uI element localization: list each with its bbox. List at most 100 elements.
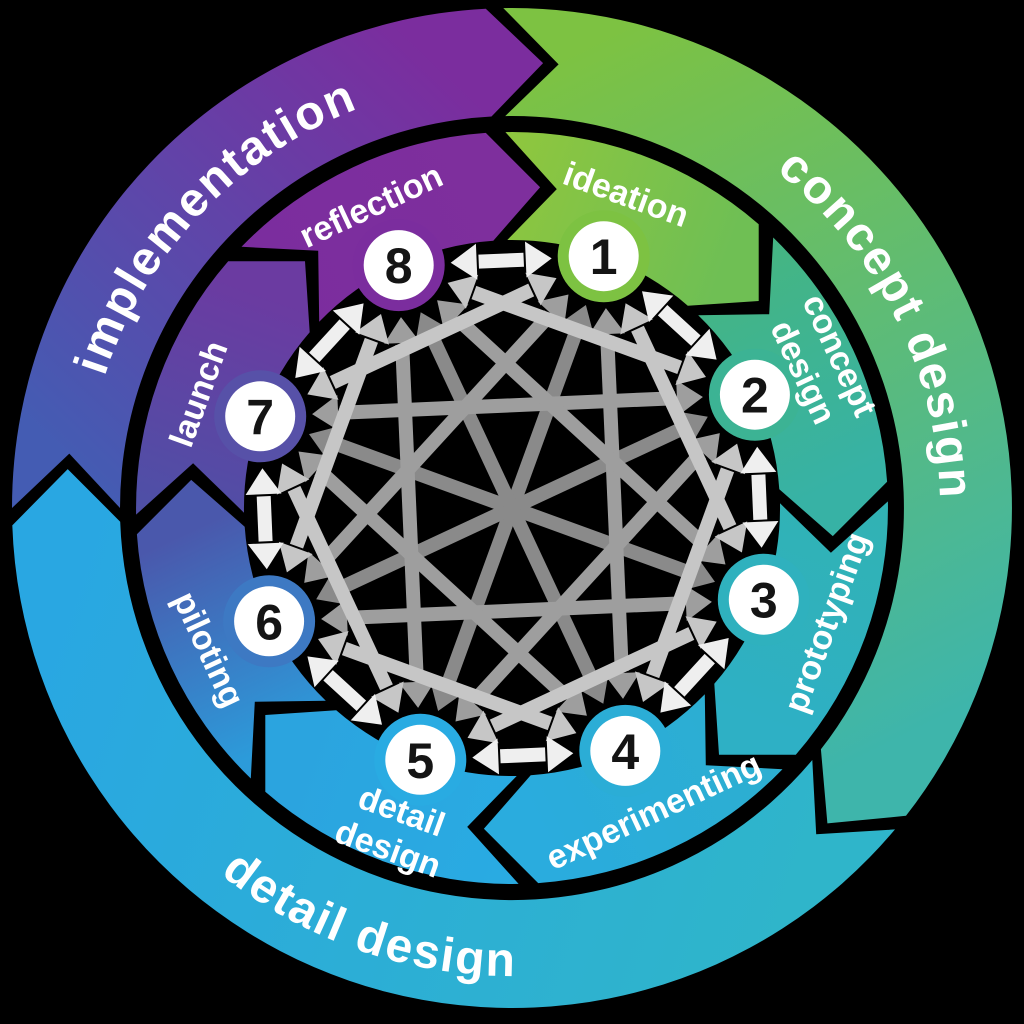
connection-7-8 [295,303,364,378]
stage-number-2: 2 [741,368,769,424]
arrowhead-icon [660,681,692,713]
connection-shaft [478,252,524,269]
arrowhead-icon [603,672,640,699]
outer-ring-layer [12,8,1012,1008]
node-disc [568,221,639,292]
connections-distance-1 [245,241,779,775]
connection-shaft [339,391,676,420]
connection-shaft [657,305,701,346]
arrowhead-icon [307,656,339,688]
stage-node-prototyping: 3 [717,553,810,646]
stage-node-ideation: 1 [557,210,650,303]
node-disc [728,564,799,635]
connection-2-3 [740,446,779,548]
connection-shaft [469,448,706,706]
stage-number-4: 4 [611,724,639,780]
connection-3-6 [321,585,712,636]
node-disc [385,724,456,795]
stage-wedge-prototyping [714,501,888,755]
arrowhead-icon [697,638,729,670]
stage-wedge-ideation [505,132,759,306]
connection-shaft [289,337,378,549]
arrowhead-icon [384,317,421,344]
connection-5-8 [384,317,435,708]
arrowhead-icon [675,351,706,385]
connection-1-4 [589,308,640,699]
connection-3-4 [660,638,729,713]
stage-node-launch: 7 [214,370,307,463]
stage-node-concept-design: 2 [708,348,801,441]
connection-shaft [323,670,367,711]
connection-shaft [471,285,683,374]
stage-node-experimenting: 4 [579,704,672,797]
arrowhead-icon [245,468,282,495]
stage-wedge-detail-design [265,710,519,884]
stage-number-3: 3 [750,573,778,629]
arrowhead-icon [295,346,327,378]
arrowhead-icon [399,681,435,708]
connection-shaft [309,319,350,363]
connection-shaft [348,596,685,625]
outer-arc-detail-design [12,469,896,1008]
connection-shaft [395,344,424,681]
arrowhead-icon [450,243,478,280]
arrowhead-icon [635,671,669,702]
stage-number-1: 1 [590,229,618,285]
connection-4-5 [472,736,574,775]
arrowhead-icon [711,443,746,475]
arrowhead-icon [472,738,499,775]
arrowhead-icon [247,542,284,570]
stage-number-6: 6 [255,594,283,650]
connection-shaft [452,314,710,551]
arrowhead-icon [278,541,313,573]
arrowhead-icon [525,241,552,278]
arrowhead-icon [276,463,310,495]
arrowhead-icon [332,303,364,335]
arrowhead-icon [307,367,339,400]
stage-node-detail-design: 5 [374,713,467,806]
connections-distance-2 [276,272,748,744]
arrowhead-icon [685,616,717,649]
arrowhead-icon [525,272,557,306]
connection-shaft [318,310,555,568]
stage-node-piloting: 6 [223,575,316,668]
arrowhead-icon [467,710,499,744]
arrowhead-icon [714,521,748,553]
node-disc [590,715,661,786]
arrowhead-icon [350,693,382,725]
arrowhead-icon [321,599,348,636]
arrowhead-icon [371,681,404,713]
connection-6-7 [245,468,284,570]
connection-shaft [674,653,715,697]
connection-shaft [314,465,572,702]
arrowhead-icon [447,274,479,309]
arrowhead-icon [589,308,625,335]
node-layer: 1 2 3 4 5 6 7 8 [214,210,810,806]
outer-arc-concept-design [503,8,1012,824]
connection-shaft [426,334,598,682]
node-disc [719,359,790,430]
node-disc [234,586,305,657]
arrowhead-icon [676,380,703,417]
arrowhead-icon [620,303,653,335]
arrowhead-icon [740,446,777,474]
arrowhead-icon [545,707,577,742]
connection-shaft [751,474,768,520]
stage-wedge-launch [136,261,310,515]
stage-number-8: 8 [385,238,413,294]
node-disc [225,381,296,452]
connection-shaft [600,335,629,672]
connection-5-6 [307,656,382,725]
node-disc [363,230,434,301]
connection-2-7 [312,380,703,431]
arrowhead-icon [318,631,349,665]
connection-1-8 [450,241,552,280]
arrowhead-icon [546,736,574,773]
arrowhead-icon [642,291,674,323]
stage-number-5: 5 [406,733,434,789]
outer-arc-implementation [12,8,544,508]
connection-6-8 [278,314,389,573]
connection-shaft [256,496,273,542]
arrowhead-icon [312,395,339,431]
